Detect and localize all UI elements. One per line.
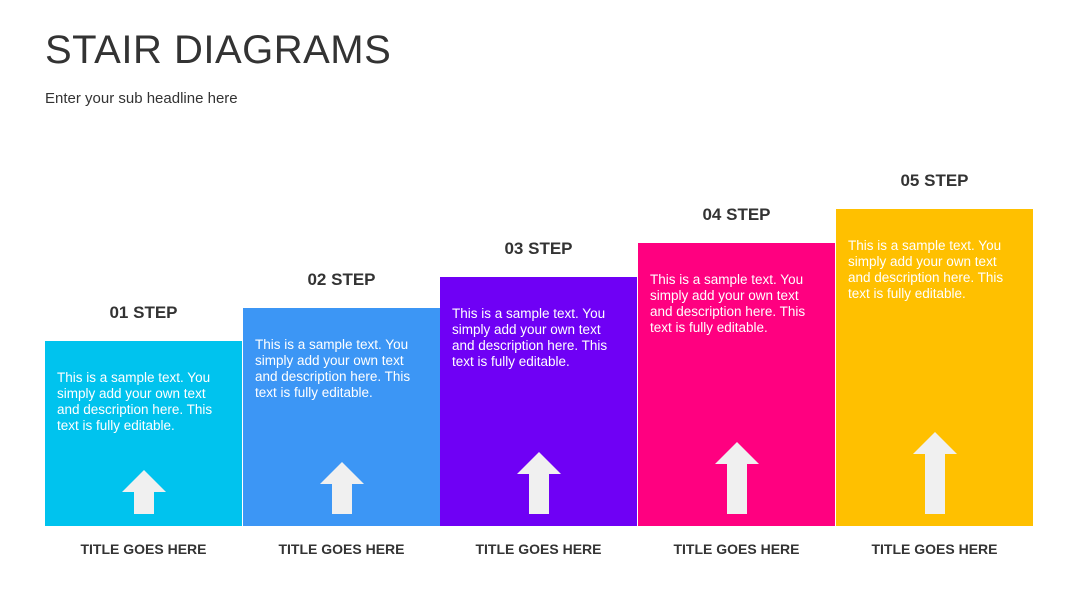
step-label: 03 STEP <box>504 239 573 258</box>
step-label: 02 STEP <box>307 270 376 289</box>
step-description: This is a sample text. You simply add yo… <box>255 337 411 400</box>
step-title: TITLE GOES HERE <box>475 541 602 557</box>
page-subtitle: Enter your sub headline here <box>45 90 238 107</box>
step-description: This is a sample text. You simply add yo… <box>848 238 1004 301</box>
step-description: This is a sample text. You simply add yo… <box>650 272 806 335</box>
arrow-up-icon <box>912 432 957 514</box>
step-label: 05 STEP <box>900 171 969 190</box>
step-title: TITLE GOES HERE <box>278 541 405 557</box>
step-block: This is a sample text. You simply add yo… <box>836 209 1033 526</box>
step-block: This is a sample text. You simply add yo… <box>45 341 242 526</box>
step-block: This is a sample text. You simply add yo… <box>440 277 637 526</box>
step-block: This is a sample text. You simply add yo… <box>243 308 440 526</box>
step-title: TITLE GOES HERE <box>80 541 207 557</box>
step-description: This is a sample text. You simply add yo… <box>452 306 608 369</box>
arrow-up-icon <box>319 462 364 514</box>
arrow-up-icon <box>516 452 561 514</box>
step-title: TITLE GOES HERE <box>871 541 998 557</box>
step-title: TITLE GOES HERE <box>673 541 800 557</box>
arrow-up-icon <box>121 470 166 514</box>
step-label: 04 STEP <box>702 205 771 224</box>
page-title: STAIR DIAGRAMS <box>45 28 392 72</box>
step-description: This is a sample text. You simply add yo… <box>57 370 213 433</box>
step-block: This is a sample text. You simply add yo… <box>638 243 835 526</box>
arrow-up-icon <box>714 442 759 514</box>
step-label: 01 STEP <box>109 303 178 322</box>
